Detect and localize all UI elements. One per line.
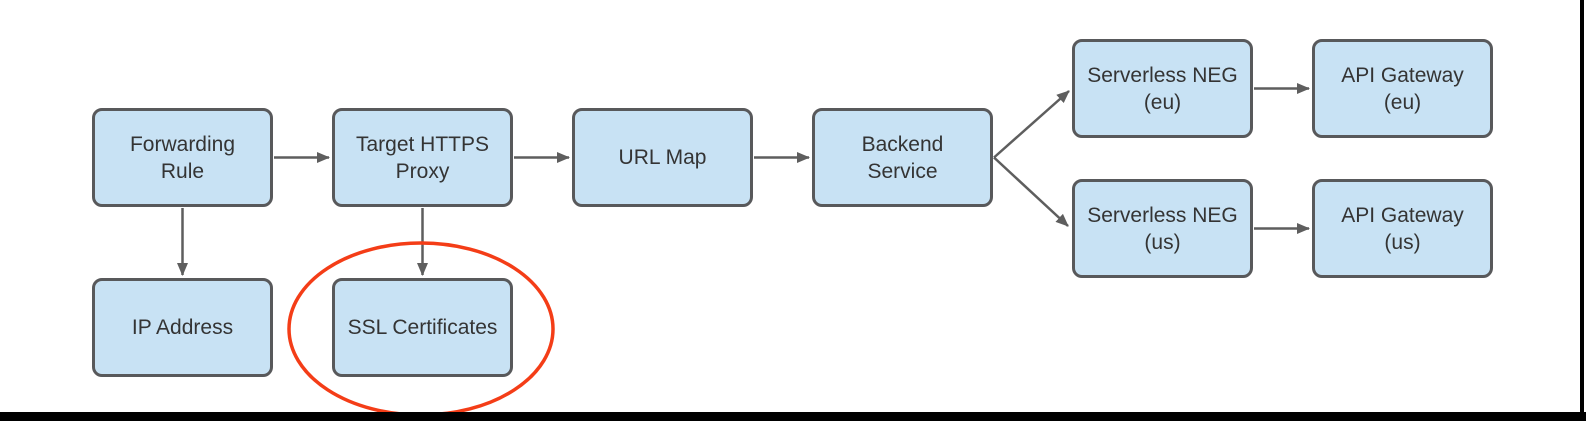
node-api-gateway-eu: API Gateway (eu): [1312, 39, 1493, 138]
node-label: Target HTTPS Proxy: [355, 132, 490, 183]
node-ssl-certificates: SSL Certificates: [332, 278, 513, 377]
node-url-map: URL Map: [572, 108, 753, 207]
node-target-https-proxy: Target HTTPS Proxy: [332, 108, 513, 207]
node-serverless-neg-us: Serverless NEG (us): [1072, 179, 1253, 278]
window-edge-right: [1580, 0, 1584, 421]
node-label: IP Address: [131, 316, 234, 339]
node-label: Serverless NEG (us): [1087, 203, 1238, 254]
node-label: Serverless NEG (eu): [1087, 63, 1238, 114]
node-forwarding-rule: Forwarding Rule: [92, 108, 273, 207]
node-label: Backend Service: [861, 132, 944, 183]
node-label: Forwarding Rule: [129, 132, 236, 183]
edge-backend-service-to-serverless-neg-us: [993, 156, 1069, 227]
node-serverless-neg-eu: Serverless NEG (eu): [1072, 39, 1253, 138]
node-label: SSL Certificates: [347, 316, 498, 339]
node-api-gateway-us: API Gateway (us): [1312, 179, 1493, 278]
node-ip-address: IP Address: [92, 278, 273, 377]
edge-backend-service-to-serverless-neg-eu: [993, 90, 1070, 159]
node-label: API Gateway (eu): [1341, 63, 1464, 114]
node-label: API Gateway (us): [1341, 203, 1464, 254]
window-edge-bottom: [0, 412, 1586, 421]
node-backend-service: Backend Service: [812, 108, 993, 207]
node-label: URL Map: [618, 146, 707, 169]
